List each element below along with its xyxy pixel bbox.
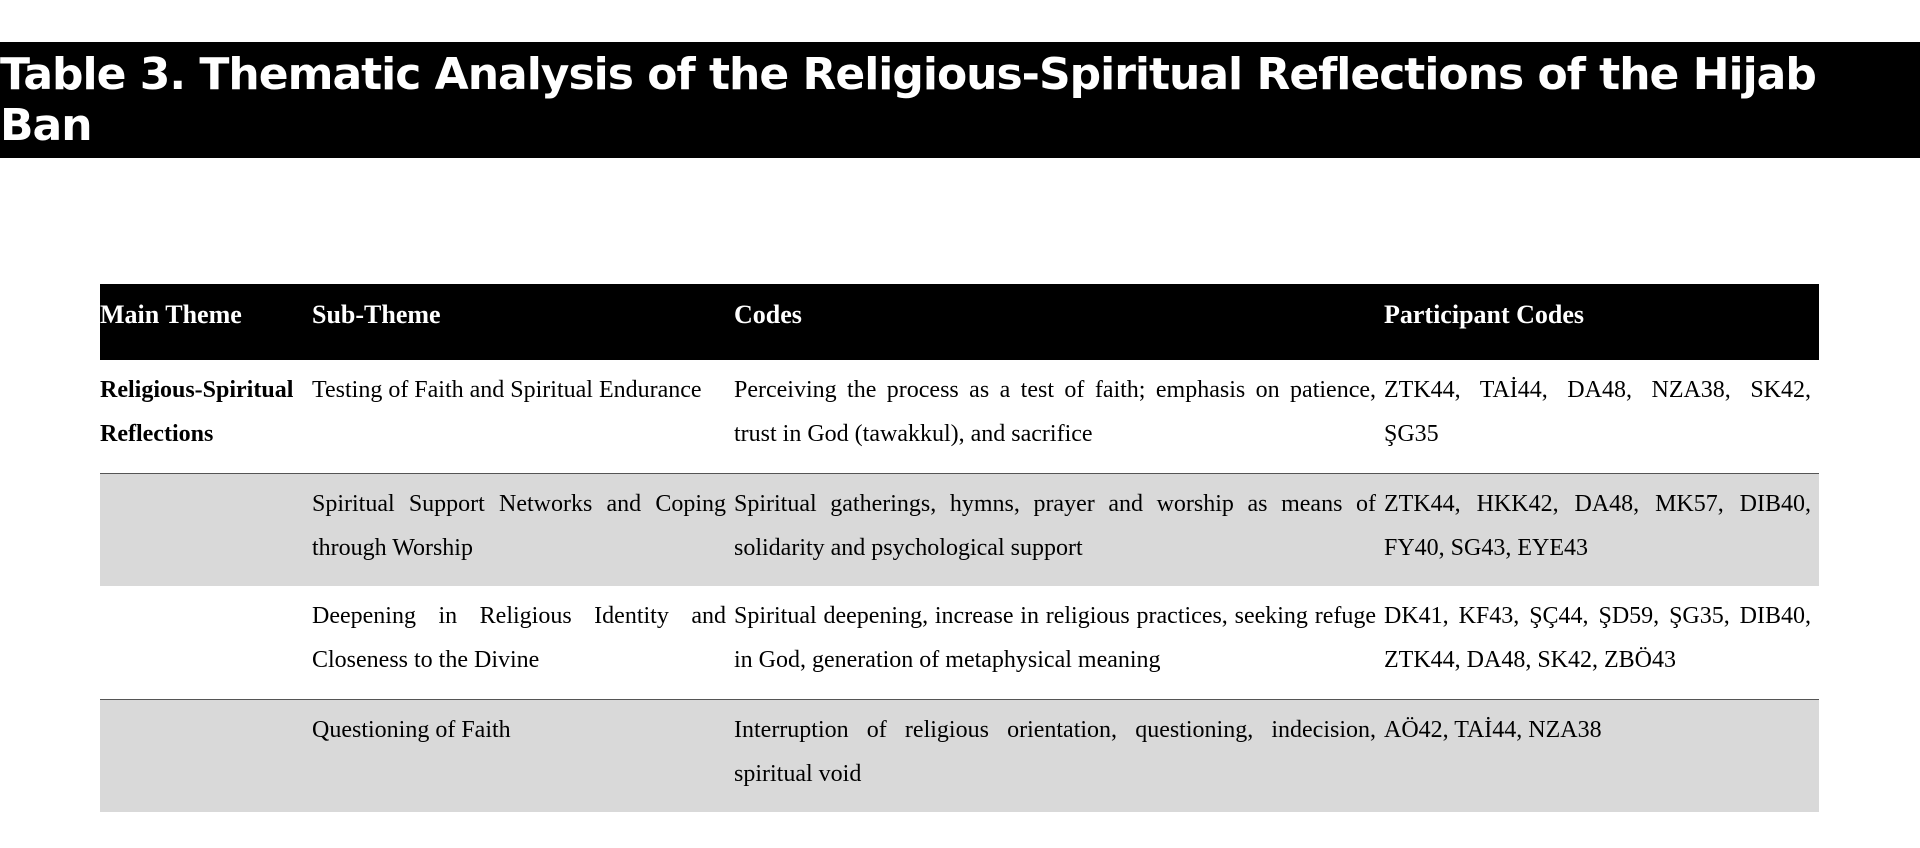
title-banner: Table 3. Thematic Analysis of the Religi…: [0, 42, 1920, 158]
participant-codes-cell: ZTK44, TAİ44, DA48, NZA38, SK42, ŞG35: [1384, 377, 1811, 447]
main-theme-cell: [100, 700, 312, 812]
header-codes: Codes: [734, 300, 802, 329]
sub-theme-cell: Spiritual Support Networks and Coping th…: [312, 491, 726, 561]
main-theme-cell: Religious-Spiritual Reflections: [100, 377, 294, 447]
thematic-table: Main Theme Sub-Theme Codes Participant C…: [100, 284, 1819, 812]
sub-theme-cell: Questioning of Faith: [312, 717, 511, 743]
header-sub-theme: Sub-Theme: [312, 300, 441, 329]
header-participant-codes: Participant Codes: [1384, 300, 1585, 329]
table-title: Table 3. Thematic Analysis of the Religi…: [0, 49, 1817, 151]
table-header-row: Main Theme Sub-Theme Codes Participant C…: [100, 284, 1819, 360]
main-theme-cell: [100, 586, 312, 699]
codes-cell: Perceiving the process as a test of fait…: [734, 377, 1376, 447]
participant-codes-cell: AÖ42, TAİ44, NZA38: [1384, 717, 1602, 743]
main-theme-cell: [100, 474, 312, 586]
codes-cell: Spiritual gatherings, hymns, prayer and …: [734, 491, 1376, 561]
participant-codes-cell: ZTK44, HKK42, DA48, MK57, DIB40, FY40, S…: [1384, 491, 1811, 561]
sub-theme-cell: Testing of Faith and Spiritual Endurance: [312, 377, 702, 403]
header-main-theme: Main Theme: [100, 300, 242, 329]
participant-codes-cell: DK41, KF43, ŞÇ44, ŞD59, ŞG35, DIB40, ZTK…: [1384, 603, 1811, 673]
table-row: Deepening in Religious Identity and Clos…: [100, 586, 1819, 699]
codes-cell: Spiritual deepening, increase in religio…: [734, 603, 1376, 673]
table-row: Spiritual Support Networks and Coping th…: [100, 473, 1819, 586]
codes-cell: Interruption of religious orientation, q…: [734, 717, 1376, 787]
table-row: Religious-Spiritual Reflections Testing …: [100, 360, 1819, 473]
table-row: Questioning of Faith Interruption of rel…: [100, 699, 1819, 812]
sub-theme-cell: Deepening in Religious Identity and Clos…: [312, 603, 726, 673]
